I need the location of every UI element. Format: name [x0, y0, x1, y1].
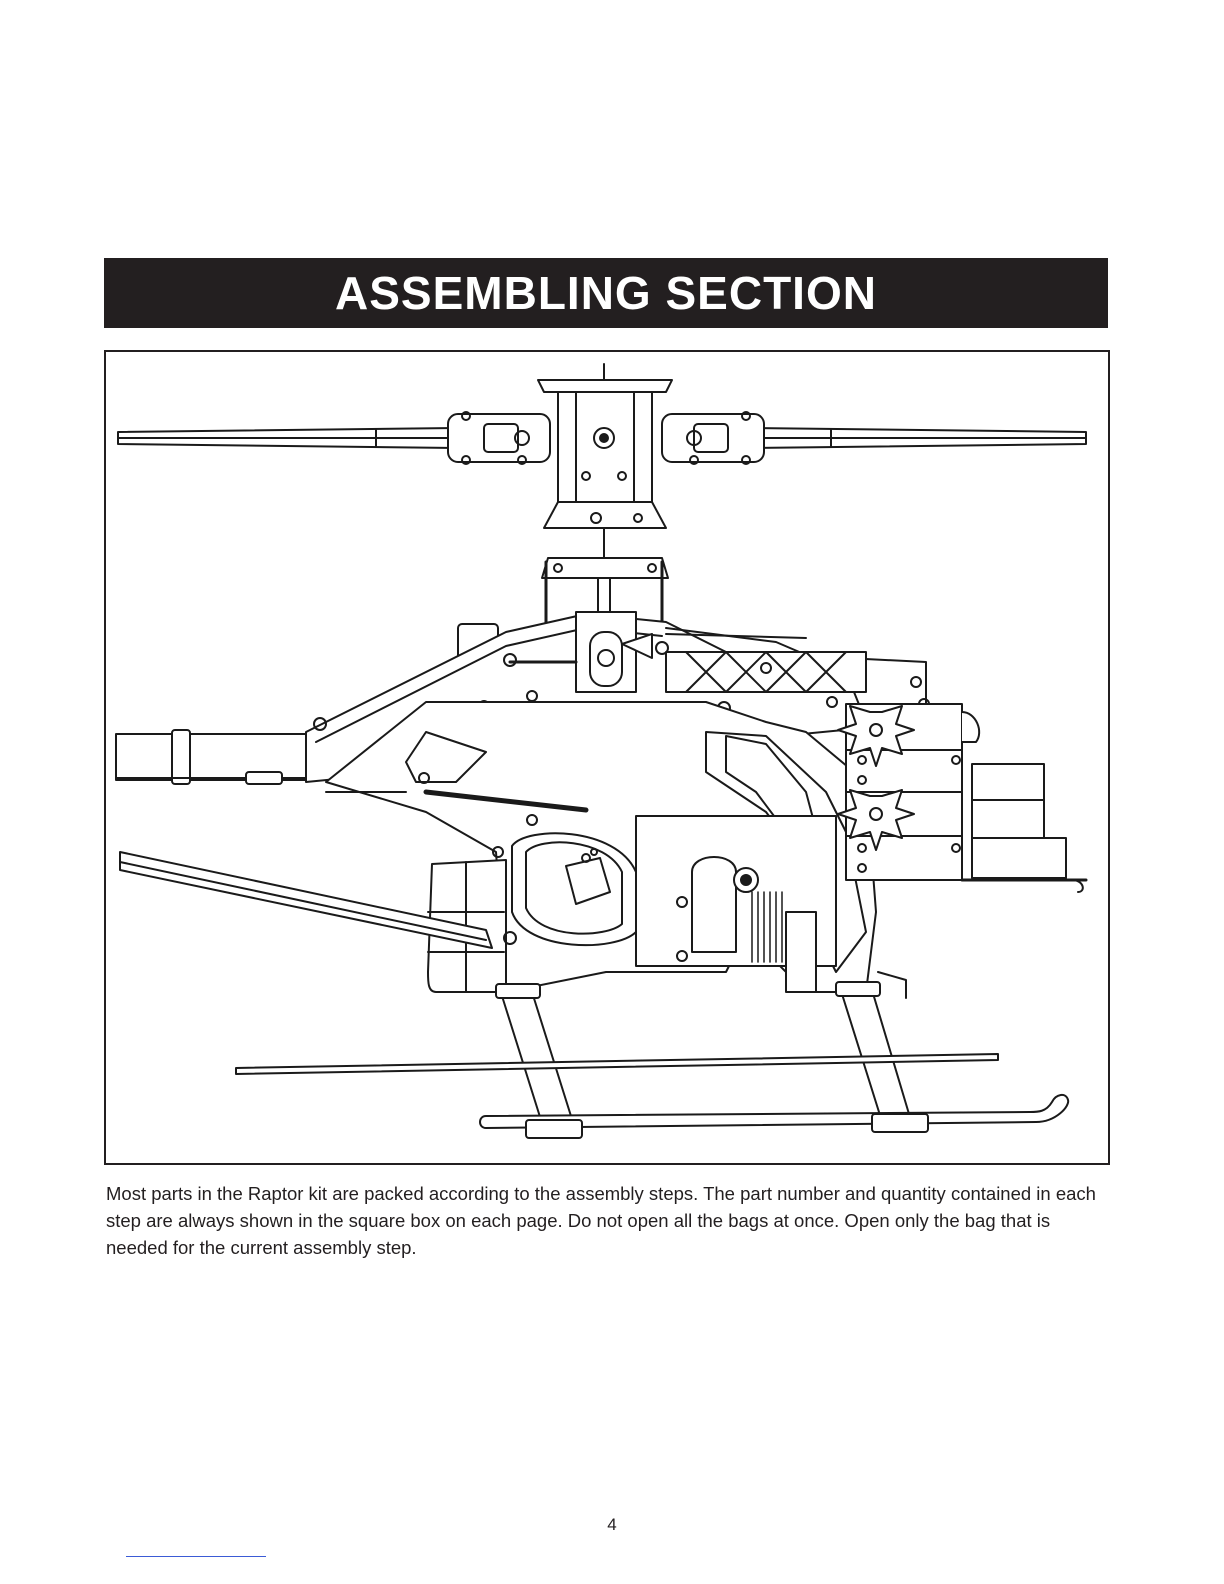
rotor-head: [538, 364, 672, 642]
servo-tray: [838, 704, 979, 880]
footer-rule: [126, 1556, 266, 1557]
section-banner: ASSEMBLING SECTION: [104, 258, 1108, 328]
main-rotor-blade-left: [118, 428, 456, 448]
blade-grip-right: [662, 412, 764, 464]
engine: [636, 816, 836, 992]
receiver-battery-packs: [962, 764, 1086, 892]
fan-shroud: [512, 833, 636, 945]
blade-grip-left: [448, 412, 550, 464]
assembly-intro-paragraph: Most parts in the Raptor kit are packed …: [106, 1180, 1116, 1261]
helicopter-illustration-frame: [104, 350, 1110, 1165]
page-number: 4: [0, 1515, 1224, 1535]
main-rotor-blade-right: [756, 428, 1086, 448]
section-title: ASSEMBLING SECTION: [335, 266, 877, 320]
helicopter-illustration: [106, 352, 1108, 1163]
